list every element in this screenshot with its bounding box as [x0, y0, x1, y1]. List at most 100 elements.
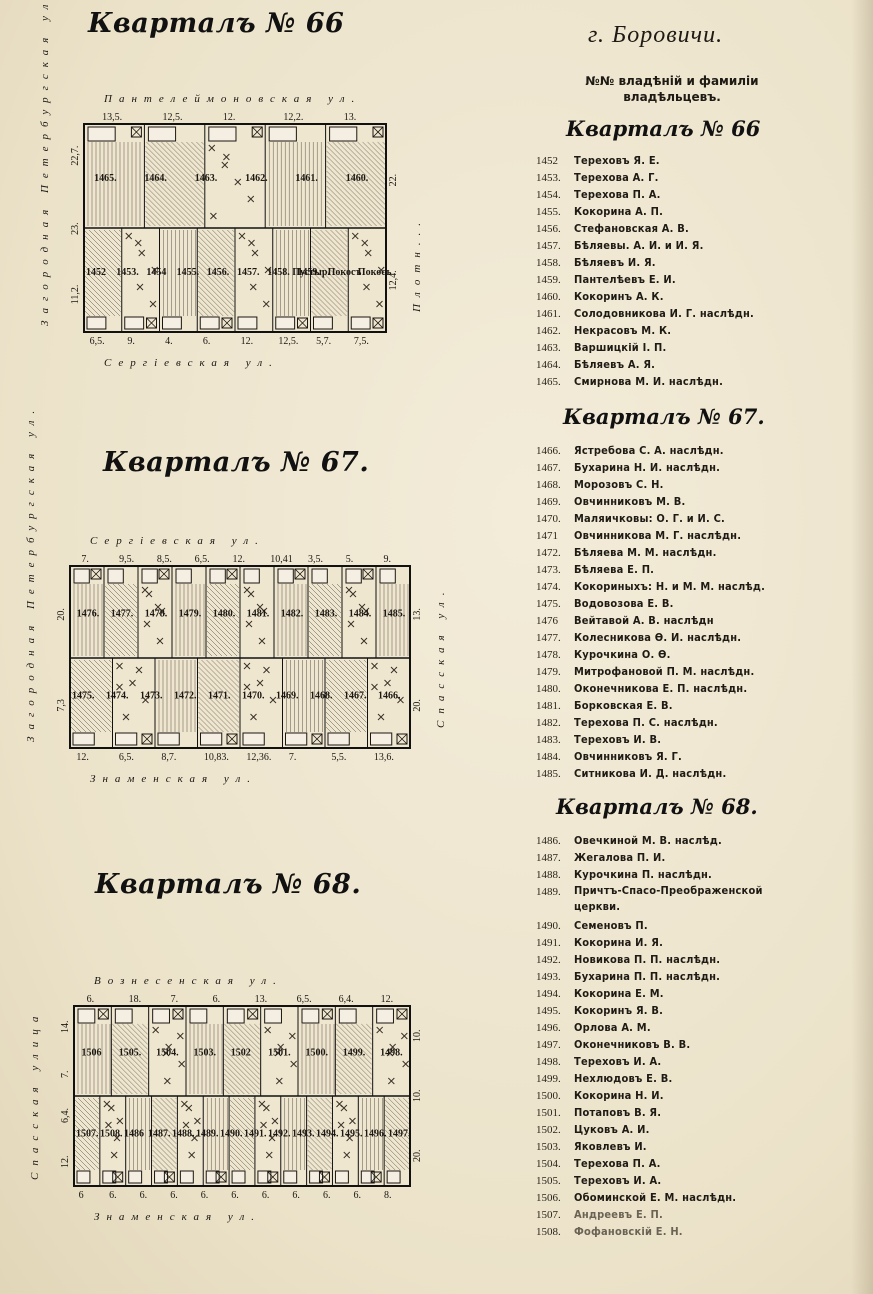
plot-hatch	[286, 660, 323, 732]
crossed-box	[372, 126, 384, 138]
plot-hatch	[158, 660, 196, 732]
building	[231, 1170, 246, 1184]
owner-number: 1500.	[536, 1090, 561, 1102]
owner-entry: 1486.Овечкиной М. В. наслѣд.	[536, 832, 836, 849]
plot-hatch	[208, 144, 255, 220]
crossed-box	[226, 733, 238, 745]
plot-hatch	[73, 584, 103, 656]
plot-number: 1491.	[244, 1129, 267, 1140]
plot-hatch	[104, 583, 138, 657]
building	[370, 732, 393, 746]
owner-name: Андреевъ Е. П.	[574, 1208, 663, 1221]
plot-number: 1478.	[145, 609, 168, 620]
owner-name: Бѣляева Е. П.	[574, 563, 655, 576]
plot-number: 1503.	[193, 1048, 216, 1059]
owner-number: 1490.	[536, 920, 561, 932]
street-name-top: Вознесенская ул.	[94, 975, 283, 987]
crossed-box	[141, 733, 153, 745]
owner-entry: 1457.Бѣляевы. А. И. и И. Я.	[536, 237, 836, 254]
street-name-left: Загородная Петербургская ул.	[39, 0, 51, 326]
owner-entry: 1458.Бѣляевъ И. Я.	[536, 254, 836, 271]
owner-entry: 1480.Оконечникова Е. П. наслѣдн.	[536, 680, 836, 697]
building	[76, 1170, 91, 1184]
building	[311, 568, 328, 584]
plot-hatch	[103, 1100, 124, 1159]
owner-name: Тереховъ И. А.	[574, 1055, 662, 1068]
building	[350, 316, 371, 330]
plot-hatch	[301, 1024, 335, 1094]
plot-number: 1497.	[388, 1129, 411, 1140]
owner-number: 1459.	[536, 274, 561, 286]
owner-number: 1508.	[536, 1226, 561, 1238]
plot-number: 1496.	[364, 1129, 387, 1140]
crossed-box	[130, 126, 142, 138]
building	[285, 732, 308, 746]
owner-entry: 1488.Курочкина П. наслѣдн.	[536, 866, 836, 883]
side-dimension: 22.	[388, 174, 399, 187]
owner-entry: 1487.Жегалова П. И.	[536, 849, 836, 866]
owner-number: 1469.	[536, 496, 561, 508]
plot-hatch	[198, 229, 235, 317]
frontage-dimension: 12.	[76, 752, 89, 763]
building	[162, 316, 182, 330]
owner-number: 1475.	[536, 598, 561, 610]
owner-number: 1478.	[536, 649, 561, 661]
block-68-map-title: Кварталъ № 68.	[95, 869, 362, 900]
owner-number: 1474.	[536, 581, 561, 593]
owner-name: Фофановскій Е. Н.	[574, 1225, 683, 1238]
owner-number: 1498.	[536, 1056, 561, 1068]
side-dimension: 10.	[412, 1030, 423, 1043]
frontage-dimension: 6	[79, 1190, 84, 1201]
owner-number: 1496.	[536, 1022, 561, 1034]
street-name-top: Пантелеймоновская ул.	[103, 93, 361, 105]
owner-number: 1497.	[536, 1039, 561, 1051]
plot-number: 1494.	[316, 1129, 339, 1140]
plot-hatch	[125, 232, 159, 308]
block-map-svg: 1476.1477.1478.1479.1480.1481.1482.1483.…	[25, 404, 447, 785]
frontage-dimension: 8,7.	[161, 752, 176, 763]
plot-number: 1508.	[100, 1129, 123, 1140]
owner-name: Колесникова Ѳ. И. наслѣдн.	[574, 631, 742, 644]
owner-entry: 1503.Яковлевъ И.	[536, 1138, 836, 1155]
plot-hatch	[152, 1026, 186, 1085]
owner-name: Овчинниковъ Я. Г.	[574, 750, 682, 763]
owner-name: Терехова П. С. наслѣдн.	[574, 716, 718, 729]
owner-name: Кокорина И. Я.	[574, 936, 664, 949]
plot-number: 1498.	[380, 1048, 403, 1059]
side-dimension: 13.	[412, 608, 423, 621]
owner-name: Ситникова И. Д. наслѣдн.	[574, 767, 727, 780]
plot-hatch	[70, 659, 112, 733]
plot-hatch	[362, 1098, 383, 1170]
owner-entry: 1481.Борковская Е. В.	[536, 697, 836, 714]
plot-number: 1506	[81, 1048, 101, 1059]
plot-hatch	[351, 232, 385, 308]
plot-hatch	[243, 662, 277, 721]
owner-name: Новикова П. П. наслѣдн.	[574, 953, 721, 966]
frontage-dimension: 13.	[255, 994, 268, 1005]
owner-entry: 1453.Терехова А. Г.	[536, 169, 836, 186]
owner-name: Тереховъ Я. Е.	[574, 154, 660, 167]
owner-name: Обоминской Е. М. наслѣдн.	[574, 1191, 737, 1204]
plot-hatch	[87, 142, 141, 226]
plot-number: 1483.	[315, 609, 338, 620]
owner-number: 1504.	[536, 1158, 561, 1170]
owner-entry: 1463.Варшицкій І. П.	[536, 339, 836, 356]
owner-name: Терехова А. Г.	[574, 171, 659, 184]
plot-number: 1490.	[220, 1129, 243, 1140]
crossed-box	[172, 1008, 184, 1020]
building	[157, 732, 180, 746]
plot-hatch	[112, 1023, 148, 1095]
building	[86, 316, 107, 330]
plot-number: 1456.	[207, 267, 230, 278]
plot-number: 1472.	[174, 691, 197, 702]
frontage-dimension: 6.	[231, 1190, 239, 1201]
owner-entry: 1473.Бѣляева Е. П.	[536, 561, 836, 578]
owner-entry: 1499.Нехлюдовъ Е. В.	[536, 1070, 836, 1087]
owner-number: 1480.	[536, 683, 561, 695]
owner-number: 1465.	[536, 376, 561, 388]
owner-number: 1458.	[536, 257, 561, 269]
street-name-right: Спасская ул.	[435, 586, 447, 728]
plot-hatch	[277, 584, 307, 656]
owner-name: Митрофановой П. М. наслѣдн.	[574, 665, 755, 678]
